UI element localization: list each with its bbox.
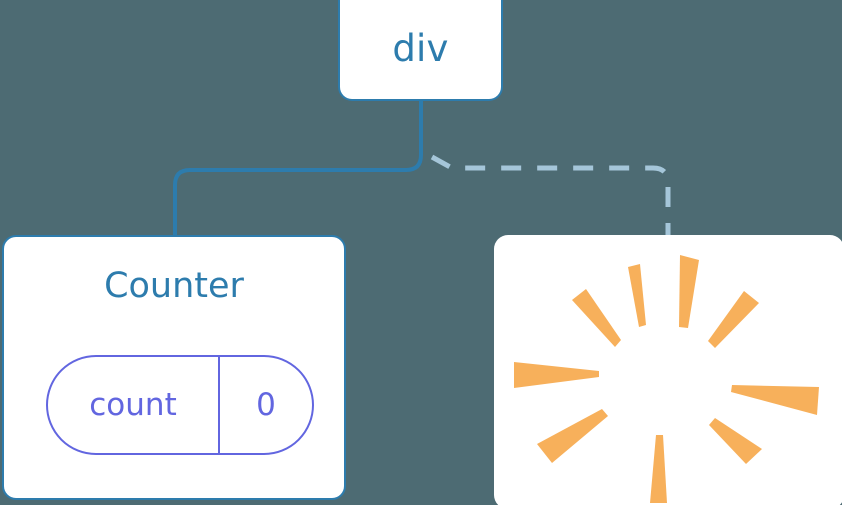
- sparkle-ray: [708, 291, 759, 348]
- sparkle-ray: [731, 385, 819, 415]
- node-sparkle[interactable]: [494, 235, 842, 505]
- prop-pill-count[interactable]: count 0: [46, 355, 314, 455]
- node-counter[interactable]: Counter count 0: [2, 235, 346, 500]
- edge-div-to-counter: [173, 99, 423, 239]
- sparkle-ray: [709, 418, 762, 464]
- node-counter-title: Counter: [104, 266, 244, 306]
- node-div-label: div: [392, 27, 449, 70]
- sparkle-ray: [679, 255, 699, 328]
- prop-key: count: [48, 357, 220, 453]
- sparkle-burst-icon: [514, 255, 819, 503]
- edge-div-to-sparkle: [430, 154, 671, 237]
- sparkle-ray: [628, 264, 646, 327]
- sparkle-ray: [572, 289, 621, 347]
- sparkle-ray: [514, 362, 599, 388]
- sparkle-ray: [650, 435, 667, 503]
- prop-value: 0: [256, 387, 276, 423]
- sparkle-ray: [537, 409, 608, 463]
- node-div[interactable]: div: [338, 0, 503, 101]
